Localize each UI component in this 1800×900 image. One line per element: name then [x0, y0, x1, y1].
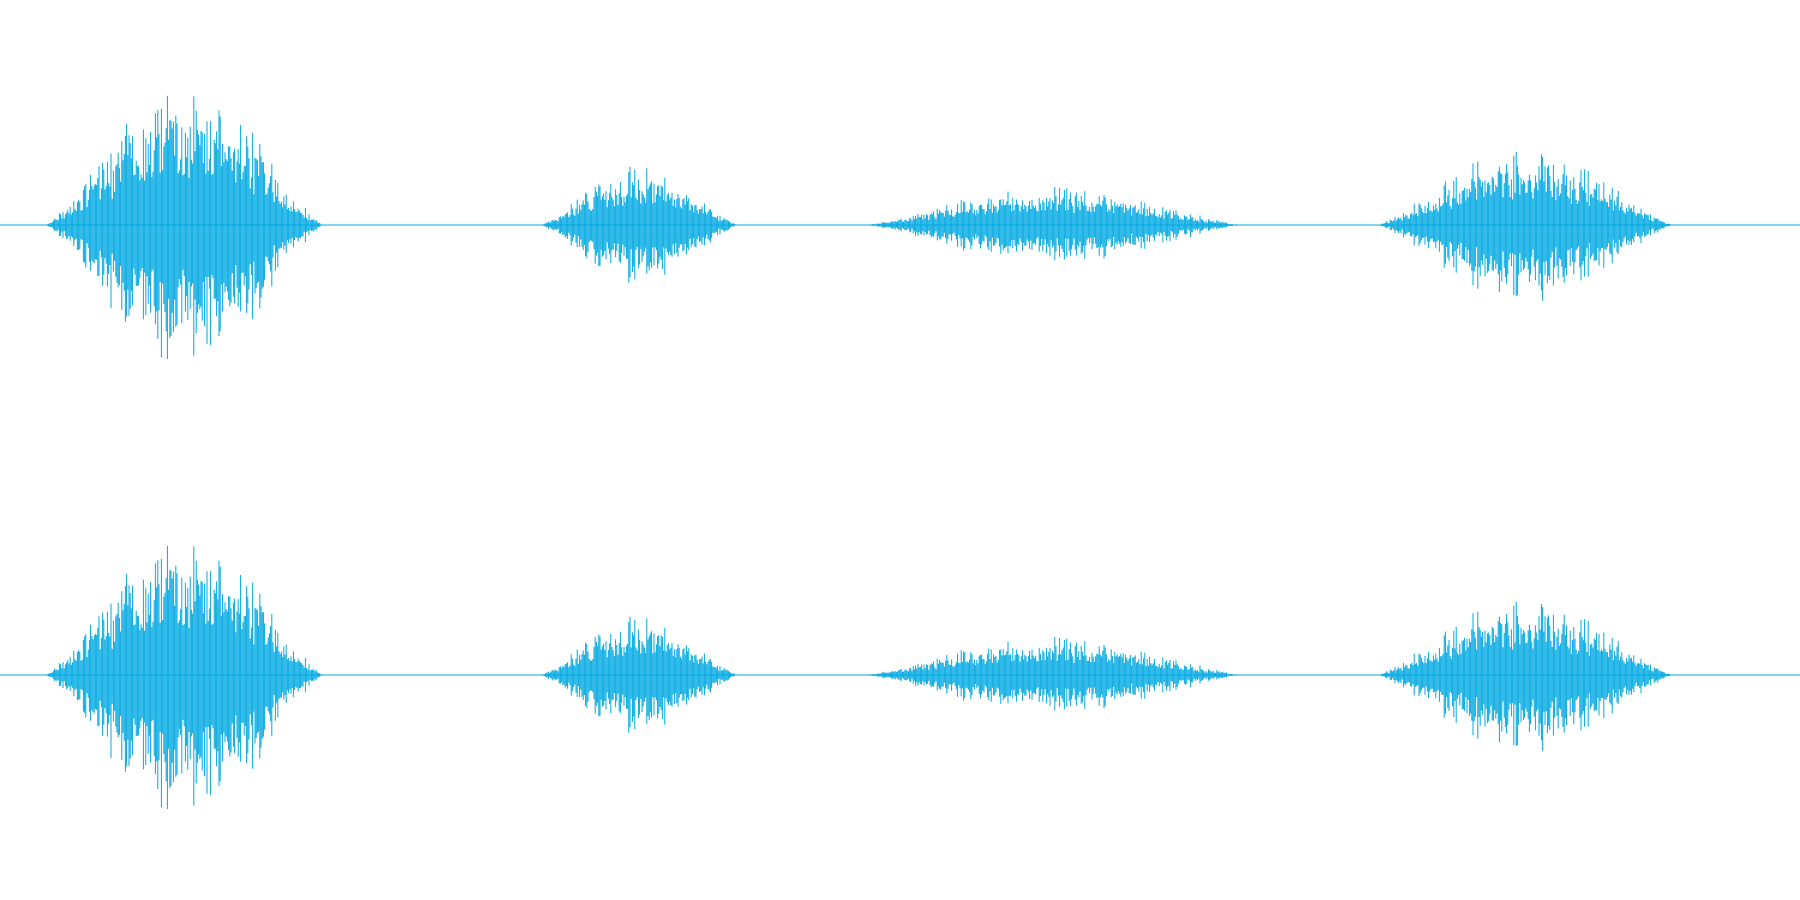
- waveform-channel-right: [0, 450, 1800, 900]
- waveform-segment-left-1: [45, 95, 324, 359]
- waveform-path-left-4: [1377, 152, 1674, 301]
- waveform-segment-right-2: [540, 616, 738, 733]
- waveform-path-right-4: [1377, 602, 1674, 751]
- waveform-path-right-2: [540, 616, 738, 733]
- waveform-segment-left-2: [540, 166, 738, 283]
- waveform-segment-right-3: [864, 637, 1241, 711]
- waveform-segment-right-4: [1377, 602, 1674, 751]
- waveform-segment-left-3: [864, 187, 1241, 261]
- waveform-path-left-2: [540, 166, 738, 283]
- waveform-channel-left: [0, 95, 1800, 359]
- waveform-path-right-1: [45, 545, 324, 809]
- waveform-left-svg: [0, 95, 1800, 359]
- waveform-segment-right-1: [45, 545, 324, 809]
- waveform-path-right-3: [864, 637, 1241, 711]
- waveform-segment-left-4: [1377, 152, 1674, 301]
- waveform-path-left-3: [864, 187, 1241, 261]
- waveform-right-svg: [0, 545, 1800, 809]
- waveform-path-left-1: [45, 95, 324, 359]
